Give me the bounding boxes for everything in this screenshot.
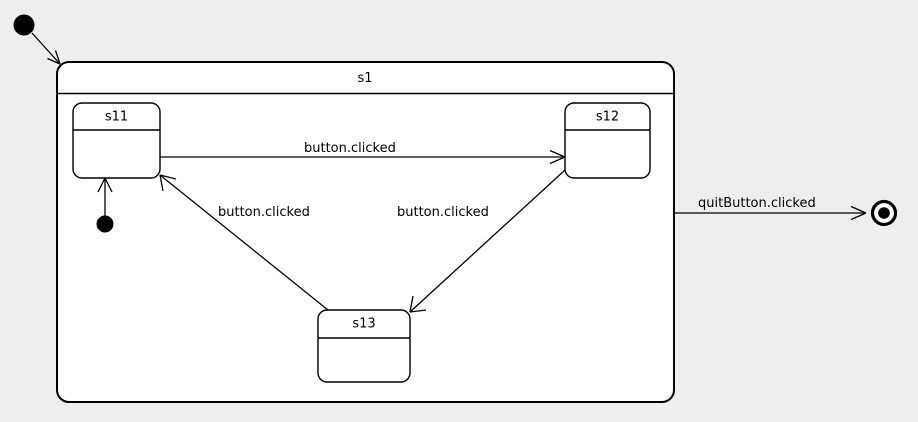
composite-state-s1-label: s1 xyxy=(357,71,372,86)
transition-s13-to-s11-label: button.clicked xyxy=(218,205,310,220)
transition-s13-to-s11-arrowhead xyxy=(159,174,177,192)
transition-initial-to-s11-arrowhead xyxy=(97,177,113,193)
composite-state-s1-box[interactable] xyxy=(56,61,675,403)
final-state[interactable] xyxy=(870,199,898,227)
transition-s11-to-s12-arrowhead xyxy=(549,149,566,165)
transition-s12-to-s13-line[interactable] xyxy=(409,169,566,313)
state-s12[interactable]: s12 xyxy=(564,102,651,179)
transition-initial-to-s1-line[interactable] xyxy=(31,32,61,65)
transition-s13-to-s11-line[interactable] xyxy=(159,174,329,311)
initial-state-inner[interactable] xyxy=(96,215,114,233)
initial-state-inner-dot[interactable] xyxy=(96,215,114,233)
transition-initial-to-s1[interactable] xyxy=(31,32,61,65)
final-state-dot xyxy=(878,207,890,219)
transition-s12-to-s13-arrowhead xyxy=(409,295,427,313)
transition-s1-to-final-label: quitButton.clicked xyxy=(698,196,816,211)
composite-state-s1[interactable]: s1 xyxy=(56,61,675,403)
transition-s11-to-s12-label: button.clicked xyxy=(304,141,396,156)
state-s12-box[interactable] xyxy=(564,102,651,179)
initial-state-outer-dot[interactable] xyxy=(13,14,35,36)
state-s11-box[interactable] xyxy=(72,102,161,179)
transition-s1-to-final-arrowhead xyxy=(850,205,867,221)
transition-s1-to-final[interactable]: quitButton.clicked xyxy=(674,196,867,221)
transition-s11-to-s12[interactable]: button.clicked xyxy=(160,141,566,165)
state-s11[interactable]: s11 xyxy=(72,102,161,179)
state-s11-label: s11 xyxy=(105,110,128,125)
initial-state-outer[interactable] xyxy=(13,14,35,36)
transition-initial-to-s1-arrowhead xyxy=(47,50,61,65)
state-s13-label: s13 xyxy=(352,317,375,332)
transition-s12-to-s13[interactable]: button.clicked xyxy=(397,169,566,313)
transition-initial-to-s11[interactable] xyxy=(97,177,113,216)
state-s13[interactable]: s13 xyxy=(317,309,411,383)
state-s12-label: s12 xyxy=(596,110,619,125)
transition-s13-to-s11[interactable]: button.clicked xyxy=(159,174,329,311)
state-s13-box[interactable] xyxy=(317,309,411,383)
transition-s12-to-s13-label: button.clicked xyxy=(397,205,489,220)
